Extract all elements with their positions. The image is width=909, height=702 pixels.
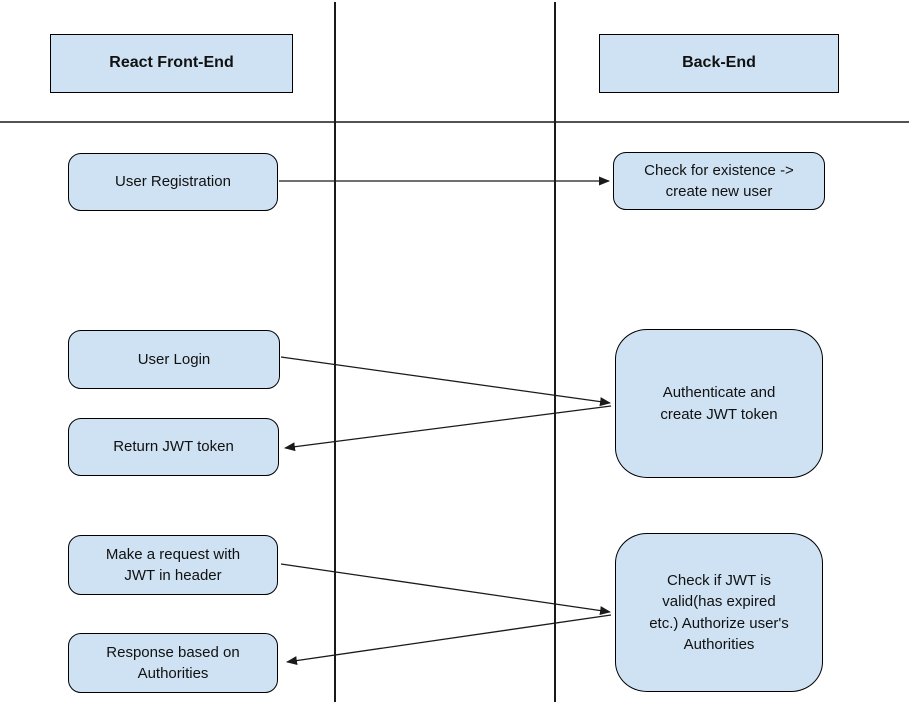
node-check-jwt-authorize: Check if JWT is valid(has expired etc.) …: [615, 533, 823, 692]
arrow-make-request-to-check-jwt: [280, 563, 611, 616]
node-user-login-label: User Login: [137, 350, 211, 368]
node-authenticate-create-jwt-label: Authenticate and create JWT token: [660, 384, 778, 423]
header-react-frontend: React Front-End: [50, 34, 293, 93]
arrow-authenticate-to-return-jwt: [284, 405, 612, 452]
node-check-jwt-authorize-label: Check if JWT is valid(has expired etc.) …: [649, 571, 789, 653]
node-return-jwt-token-label: Return JWT token: [113, 438, 234, 456]
header-react-frontend-label: React Front-End: [109, 54, 234, 72]
node-make-request-with-jwt-label: Make a request with JWT in header: [105, 545, 241, 584]
node-response-based-on-authorities-label: Response based on Authorities: [106, 643, 240, 682]
node-make-request-with-jwt: Make a request with JWT in header: [68, 535, 278, 595]
node-user-registration-label: User Registration: [115, 173, 231, 191]
header-backend: Back-End: [599, 34, 839, 93]
node-user-login: User Login: [68, 330, 280, 389]
node-check-existence-create-user: Check for existence -> create new user: [613, 152, 825, 210]
header-backend-label: Back-End: [682, 54, 756, 72]
node-check-existence-create-user-label: Check for existence -> create new user: [644, 161, 794, 200]
node-user-registration: User Registration: [68, 153, 278, 211]
arrow-user-login-to-authenticate: [280, 356, 611, 407]
node-return-jwt-token: Return JWT token: [68, 418, 279, 476]
node-response-based-on-authorities: Response based on Authorities: [68, 633, 278, 693]
node-authenticate-create-jwt: Authenticate and create JWT token: [615, 329, 823, 478]
arrow-check-jwt-to-response: [286, 614, 612, 666]
